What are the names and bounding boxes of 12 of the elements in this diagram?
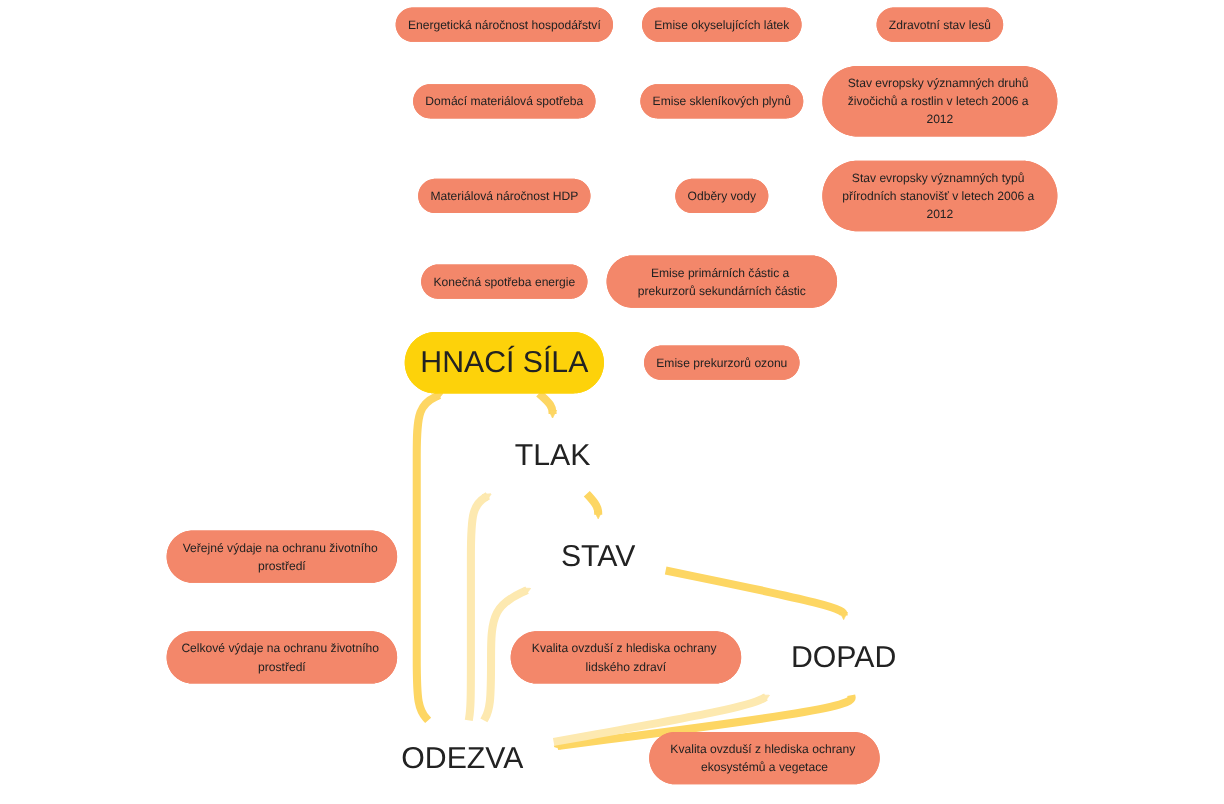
node-text: ODEZVA	[401, 741, 524, 775]
arrow	[412, 391, 444, 724]
node-text: TLAK	[514, 439, 591, 473]
arrow	[583, 490, 603, 520]
arrow	[536, 390, 557, 419]
arrow	[553, 693, 856, 750]
node-text: DOPAD	[791, 640, 897, 675]
node-text: STAV	[560, 540, 636, 574]
arrow	[664, 566, 849, 621]
arrow	[480, 586, 532, 723]
arrow	[552, 693, 770, 746]
arrow	[464, 492, 492, 723]
